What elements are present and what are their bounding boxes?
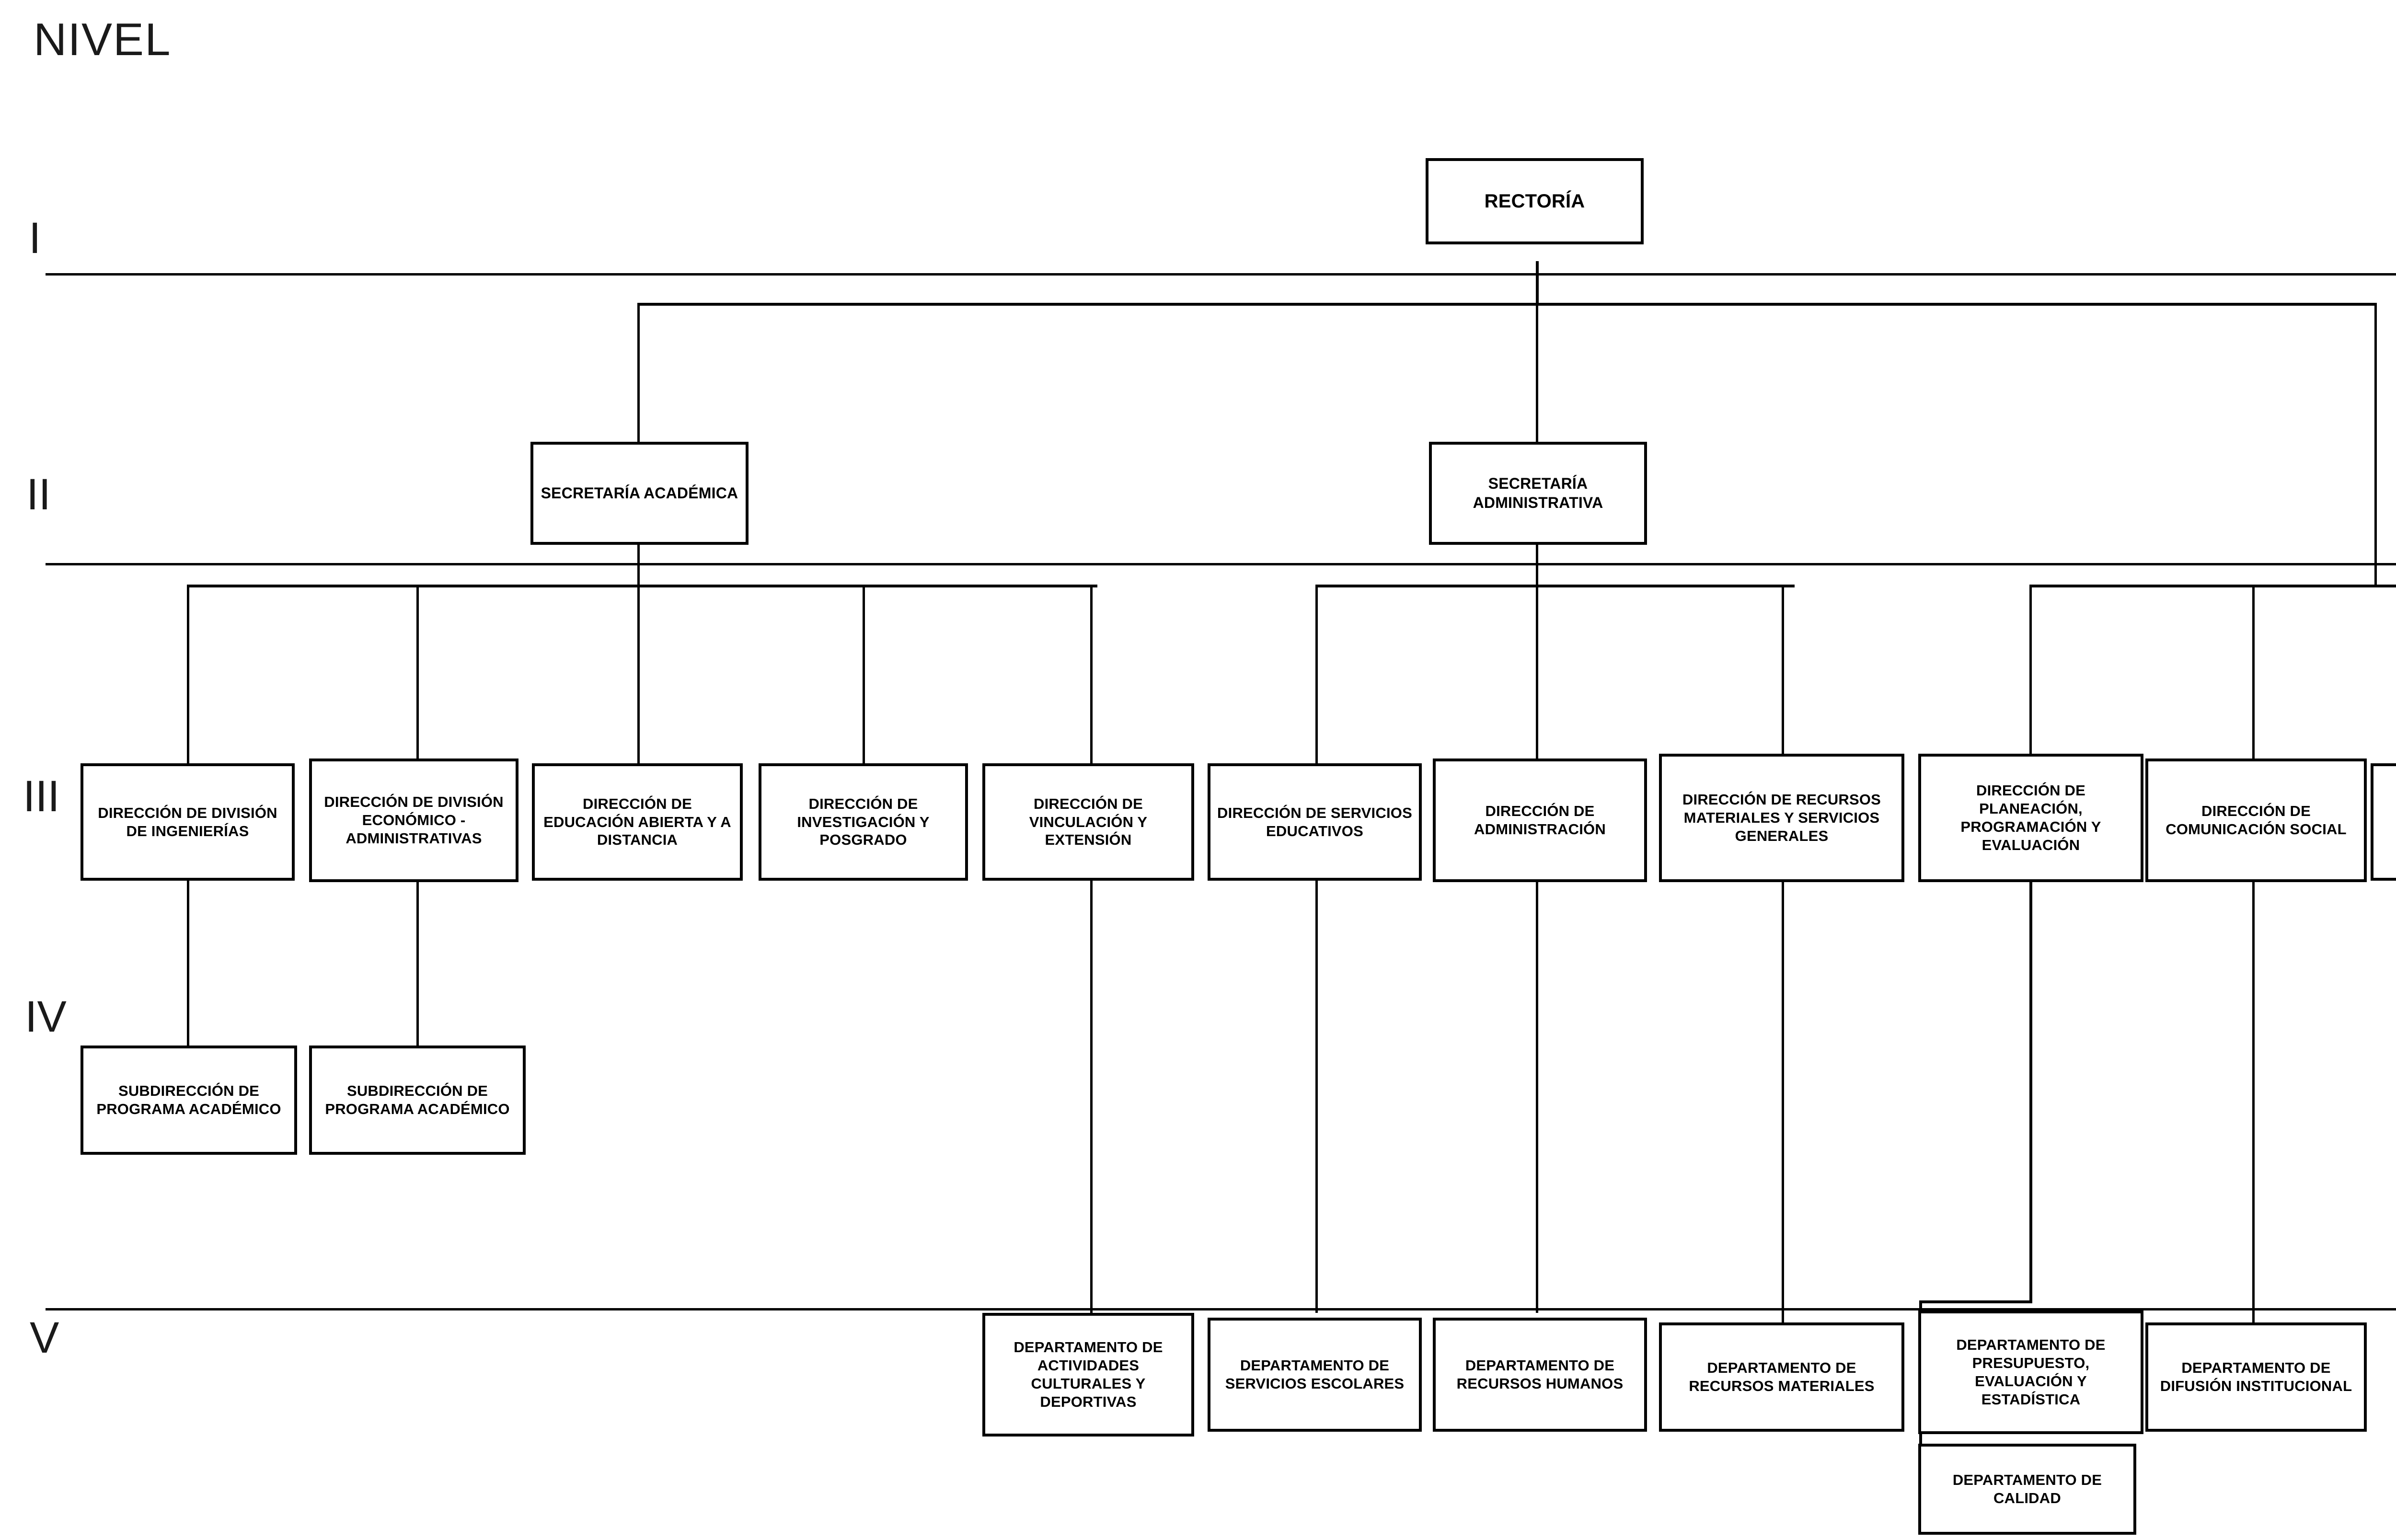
- level-divider-i: [46, 273, 2396, 276]
- node-direccion-recursos-materiales[interactable]: DIRECCIÓN DE RECURSOS MATERIALES Y SERVI…: [1659, 754, 1904, 882]
- node-secretaria-academica-label: SECRETARÍA ACADÉMICA: [541, 484, 738, 502]
- node-subdireccion-programa-academico-2[interactable]: SUBDIRECCIÓN DE PROGRAMA ACADÉMICO: [309, 1046, 526, 1155]
- node-subdireccion-programa-academico-1-label: SUBDIRECCIÓN DE PROGRAMA ACADÉMICO: [96, 1082, 281, 1117]
- node-secretaria-administrativa[interactable]: SECRETARÍA ADMINISTRATIVA: [1429, 442, 1647, 545]
- node-direccion-planeacion-label: DIRECCIÓN DE PLANEACIÓN, PROGRAMACIÓN Y …: [1960, 782, 2101, 853]
- node-departamento-recursos-humanos[interactable]: DEPARTAMENTO DE RECURSOS HUMANOS: [1433, 1318, 1647, 1432]
- node-departamento-calidad[interactable]: DEPARTAMENTO DE CALIDAD: [1918, 1444, 2136, 1535]
- connector-administracion-to-rrhh: [1536, 879, 1538, 1313]
- node-direccion-comunicacion-social-label: DIRECCIÓN DE COMUNICACIÓN SOCIAL: [2166, 803, 2347, 838]
- node-direccion-division-economico-label: DIRECCIÓN DE DIVISIÓN ECONÓMICO - ADMINI…: [324, 793, 504, 847]
- node-departamento-servicios-escolares-label: DEPARTAMENTO DE SERVICIOS ESCOLARES: [1225, 1357, 1405, 1392]
- node-departamento-difusion[interactable]: DEPARTAMENTO DE DIFUSIÓN INSTITUCIONAL: [2145, 1322, 2367, 1432]
- node-departamento-presupuesto-label: DEPARTAMENTO DE PRESUPUESTO, EVALUACIÓN …: [1956, 1336, 2106, 1408]
- node-direccion-servicios-educativos-label: DIRECCIÓN DE SERVICIOS EDUCATIVOS: [1217, 804, 1412, 839]
- connector-secretaria-administrativa-trunk: [1536, 544, 1538, 587]
- node-subdireccion-programa-academico-1[interactable]: SUBDIRECCIÓN DE PROGRAMA ACADÉMICO: [81, 1046, 297, 1155]
- connector-drop-servicios-educativos: [1315, 585, 1318, 767]
- node-departamento-actividades-label: DEPARTAMENTO DE ACTIVIDADES CULTURALES Y…: [1014, 1339, 1163, 1410]
- node-secretaria-academica[interactable]: SECRETARÍA ACADÉMICA: [530, 442, 749, 545]
- connector-ingenierias-to-subdir: [187, 879, 189, 1049]
- page-title: NIVEL: [34, 14, 172, 65]
- connector-drop-secretaria-administrativa: [1536, 303, 1538, 442]
- node-direccion-investigacion-posgrado[interactable]: DIRECCIÓN DE INVESTIGACIÓN Y POSGRADO: [759, 763, 968, 881]
- node-direccion-juridica[interactable]: DIRECCIÓN JURÍDICA: [2371, 763, 2396, 881]
- connector-drop-comunicacion: [2252, 585, 2255, 767]
- level-label-ii: II: [26, 470, 51, 519]
- node-direccion-comunicacion-social[interactable]: DIRECCIÓN DE COMUNICACIÓN SOCIAL: [2145, 759, 2367, 882]
- connector-rectoria-trunk: [1536, 261, 1539, 304]
- connector-drop-educacion: [637, 585, 640, 767]
- node-rectoria-label: RECTORÍA: [1484, 190, 1585, 212]
- level-divider-ii: [46, 563, 2396, 565]
- connector-drop-secretaria-academica: [637, 303, 640, 442]
- connector-drop-ingenierias: [187, 585, 189, 767]
- node-departamento-servicios-escolares[interactable]: DEPARTAMENTO DE SERVICIOS ESCOLARES: [1208, 1318, 1422, 1432]
- node-departamento-recursos-materiales[interactable]: DEPARTAMENTO DE RECURSOS MATERIALES: [1659, 1322, 1904, 1432]
- level-label-i: I: [29, 214, 41, 263]
- node-departamento-actividades[interactable]: DEPARTAMENTO DE ACTIVIDADES CULTURALES Y…: [982, 1313, 1194, 1437]
- node-direccion-division-ingenierias-label: DIRECCIÓN DE DIVISIÓN DE INGENIERÍAS: [98, 804, 277, 839]
- node-direccion-vinculacion-extension[interactable]: DIRECCIÓN DE VINCULACIÓN Y EXTENSIÓN: [982, 763, 1194, 881]
- node-departamento-difusion-label: DEPARTAMENTO DE DIFUSIÓN INSTITUCIONAL: [2160, 1359, 2352, 1394]
- connector-drop-vinculacion: [1090, 585, 1093, 767]
- connector-planeacion-elbow: [1919, 1300, 2032, 1303]
- node-direccion-investigacion-posgrado-label: DIRECCIÓN DE INVESTIGACIÓN Y POSGRADO: [797, 795, 930, 849]
- connector-planeacion-drop: [2029, 879, 2032, 1303]
- node-direccion-administracion[interactable]: DIRECCIÓN DE ADMINISTRACIÓN: [1433, 759, 1647, 882]
- node-subdireccion-programa-academico-2-label: SUBDIRECCIÓN DE PROGRAMA ACADÉMICO: [325, 1082, 510, 1117]
- connector-bus-administrative: [1315, 585, 1795, 587]
- node-direccion-division-economico[interactable]: DIRECCIÓN DE DIVISIÓN ECONÓMICO - ADMINI…: [309, 759, 518, 882]
- connector-bus-staff: [2029, 585, 2396, 587]
- level-label-iii: III: [23, 772, 60, 821]
- node-departamento-recursos-humanos-label: DEPARTAMENTO DE RECURSOS HUMANOS: [1456, 1357, 1624, 1392]
- connector-drop-investigacion: [863, 585, 865, 767]
- node-direccion-educacion-abierta[interactable]: DIRECCIÓN DE EDUCACIÓN ABIERTA Y A DISTA…: [532, 763, 743, 881]
- connector-recursos-to-dep-recursos: [1782, 879, 1784, 1322]
- connector-vinculacion-to-actividades: [1090, 879, 1093, 1313]
- node-direccion-vinculacion-extension-label: DIRECCIÓN DE VINCULACIÓN Y EXTENSIÓN: [1029, 795, 1148, 849]
- connector-drop-right-branch: [2374, 303, 2377, 585]
- connector-servicios-to-escolares: [1315, 879, 1318, 1313]
- node-departamento-recursos-materiales-label: DEPARTAMENTO DE RECURSOS MATERIALES: [1689, 1359, 1875, 1394]
- node-secretaria-administrativa-label: SECRETARÍA ADMINISTRATIVA: [1473, 475, 1603, 511]
- connector-level2-bus: [637, 303, 2377, 306]
- connector-drop-administracion: [1536, 585, 1538, 767]
- connector-bus-academic: [187, 585, 1097, 587]
- connector-secretaria-academica-trunk: [637, 544, 640, 587]
- node-direccion-servicios-educativos[interactable]: DIRECCIÓN DE SERVICIOS EDUCATIVOS: [1208, 763, 1422, 881]
- level-divider-iii: [46, 1308, 2396, 1310]
- node-direccion-planeacion[interactable]: DIRECCIÓN DE PLANEACIÓN, PROGRAMACIÓN Y …: [1918, 754, 2143, 882]
- node-departamento-calidad-label: DEPARTAMENTO DE CALIDAD: [1952, 1471, 2102, 1506]
- level-label-v: V: [30, 1313, 59, 1362]
- connector-drop-economico: [416, 585, 419, 767]
- connector-drop-recursos-materiales: [1782, 585, 1784, 767]
- connector-comunicacion-to-difusion: [2252, 879, 2255, 1322]
- node-direccion-recursos-materiales-label: DIRECCIÓN DE RECURSOS MATERIALES Y SERVI…: [1682, 791, 1881, 844]
- connector-drop-planeacion: [2029, 585, 2032, 767]
- node-direccion-division-ingenierias[interactable]: DIRECCIÓN DE DIVISIÓN DE INGENIERÍAS: [81, 763, 295, 881]
- connector-economico-to-subdir: [416, 879, 419, 1049]
- node-departamento-presupuesto[interactable]: DEPARTAMENTO DE PRESUPUESTO, EVALUACIÓN …: [1918, 1310, 2143, 1434]
- level-label-iv: IV: [25, 992, 67, 1041]
- node-direccion-administracion-label: DIRECCIÓN DE ADMINISTRACIÓN: [1474, 803, 1606, 838]
- node-rectoria[interactable]: RECTORÍA: [1426, 158, 1644, 244]
- node-direccion-juridica-label: DIRECCIÓN JURÍDICA: [2377, 813, 2396, 831]
- node-direccion-educacion-abierta-label: DIRECCIÓN DE EDUCACIÓN ABIERTA Y A DISTA…: [543, 795, 731, 849]
